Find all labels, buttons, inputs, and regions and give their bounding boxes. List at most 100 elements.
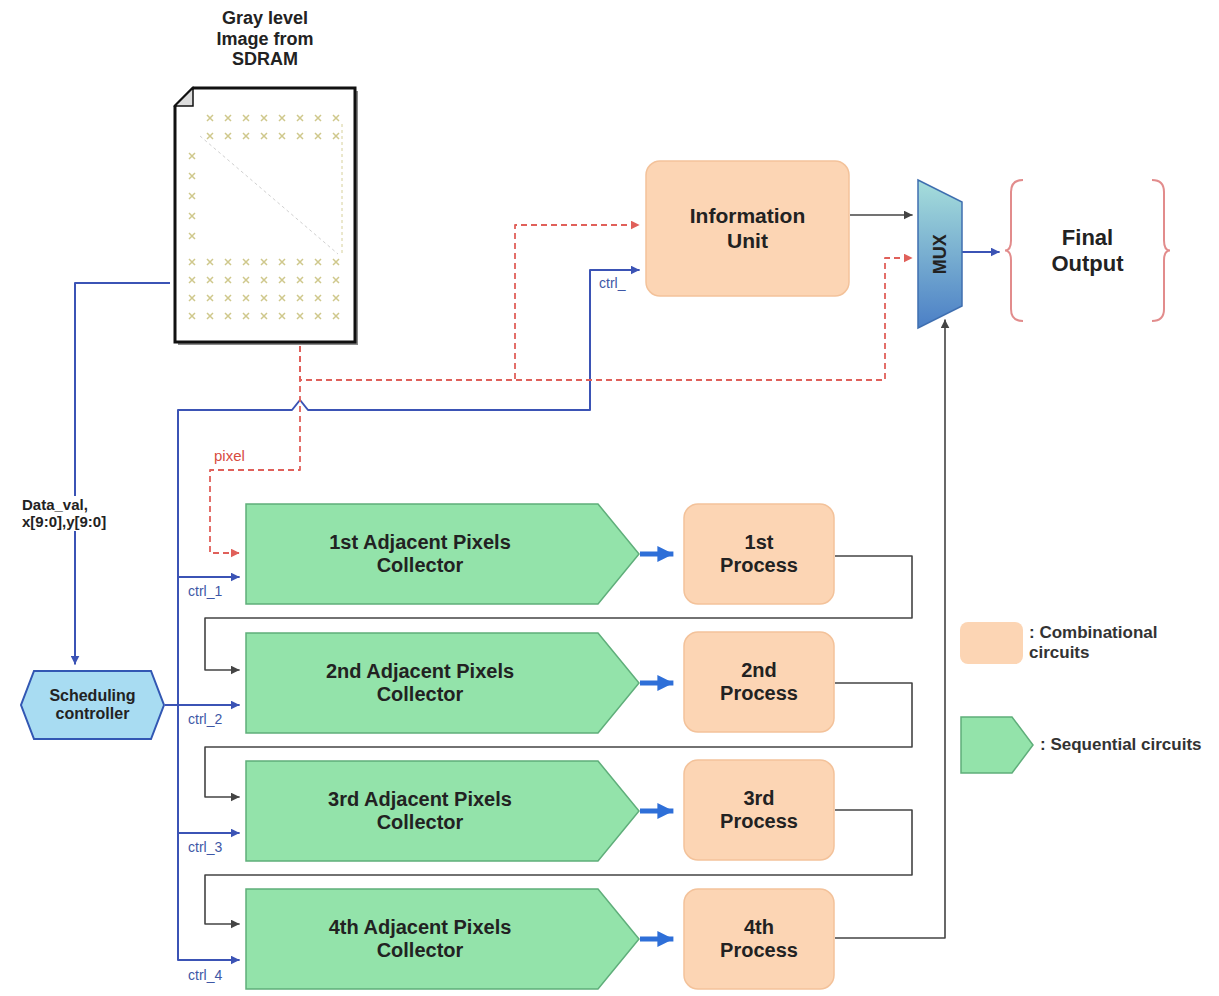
node-label: 1st Process (709, 531, 809, 577)
connector (205, 683, 912, 797)
pixel-mark (243, 259, 249, 265)
signal-label: ctrl_1 (186, 583, 224, 599)
connector (300, 258, 913, 380)
pixel-mark (279, 295, 285, 301)
pixel-mark (243, 277, 249, 283)
pixel-mark (333, 295, 339, 301)
pixel-mark (315, 295, 321, 301)
pixel-mark (225, 295, 231, 301)
process-box: 1st Process (683, 503, 835, 605)
connector (835, 319, 945, 938)
node-outline (245, 760, 640, 862)
scheduling-controller: Scheduling controller (20, 670, 165, 740)
pixel-mark (297, 133, 303, 139)
node-outline (683, 759, 835, 861)
pixel-mark (189, 313, 195, 319)
node-outline (918, 180, 962, 328)
pixel-mark (207, 259, 213, 265)
pixel-mark (225, 277, 231, 283)
sequential-pentagon (246, 633, 639, 733)
pixel-mark (315, 115, 321, 121)
sequential-pentagon (246, 761, 639, 861)
node-label: Final Output (1038, 225, 1138, 276)
sequential-pentagon (246, 889, 639, 989)
pixel-mark (315, 133, 321, 139)
pixel-mark (261, 313, 267, 319)
pixel-mark (225, 115, 231, 121)
pixel-mark (261, 295, 267, 301)
pixel-mark (207, 295, 213, 301)
node-label: Scheduling controller (35, 687, 150, 724)
connector (165, 577, 240, 705)
information-unit: Information Unit (645, 160, 850, 297)
mux-trapezoid (918, 180, 962, 328)
mux-symbol: MUX (918, 180, 962, 328)
node-outline (645, 160, 850, 297)
pixel-mark (279, 277, 285, 283)
pixel-mark (279, 313, 285, 319)
node-outline (683, 631, 835, 733)
connector (165, 270, 640, 705)
pixel-mark (189, 153, 195, 159)
rounded-box (684, 889, 834, 989)
process-box: 2nd Process (683, 631, 835, 733)
signal-label: ctrl_3 (186, 839, 224, 855)
pixel-diagonal (200, 136, 338, 254)
node-label: 4th Process (709, 916, 809, 962)
signal-label: pixel (212, 447, 247, 464)
pixel-mark (297, 313, 303, 319)
pixel-mark (207, 313, 213, 319)
node-outline (683, 503, 835, 605)
legend-text: : Combinational circuits (1029, 623, 1199, 662)
pixel-column-line (342, 124, 343, 256)
process-box: 4th Process (683, 888, 835, 990)
node-label: 1st Adjacent Pixels Collector (290, 531, 550, 577)
legend-swatch (960, 716, 1034, 774)
pixel-mark (189, 213, 195, 219)
pixel-mark (261, 133, 267, 139)
connectors (75, 215, 1000, 960)
pixel-collector: 2nd Adjacent Pixels Collector (245, 632, 640, 734)
connector (205, 556, 912, 670)
controller-hexagon (21, 671, 164, 739)
connector (640, 937, 673, 942)
pixel-mark (315, 313, 321, 319)
node-outline (170, 6, 360, 346)
node-label: Information Unit (678, 204, 818, 252)
connector (640, 681, 673, 686)
sequential-pentagon (246, 504, 639, 604)
pixel-mark (243, 115, 249, 121)
pixel-grid (189, 115, 339, 319)
pixel-mark (279, 115, 285, 121)
node-outline (245, 888, 640, 990)
connector (165, 705, 240, 960)
legend-text: : Sequential circuits (1040, 735, 1210, 755)
pixel-mark (297, 277, 303, 283)
node-outline (1005, 178, 1170, 323)
pixel-mark (243, 295, 249, 301)
final-output: Final Output (1005, 178, 1170, 323)
pixel-mark (315, 259, 321, 265)
signal-label: ctrl_4 (186, 967, 224, 983)
node-label: MUX (930, 234, 951, 274)
pixel-mark (297, 259, 303, 265)
rounded-box (684, 632, 834, 732)
connector (75, 283, 170, 665)
pixel-mark (279, 133, 285, 139)
pixel-mark (225, 313, 231, 319)
node-label: Gray level Image from SDRAM (200, 8, 330, 70)
pixel-mark (207, 277, 213, 283)
pixel-collector: 3rd Adjacent Pixels Collector (245, 760, 640, 862)
legend-pentagon (961, 717, 1033, 773)
pixel-mark (333, 115, 339, 121)
rounded-box (646, 161, 849, 296)
pixel-mark (297, 295, 303, 301)
connector (640, 809, 673, 814)
right-brace (1152, 180, 1170, 321)
document-page (175, 88, 355, 342)
pixel-collector: 4th Adjacent Pixels Collector (245, 888, 640, 990)
